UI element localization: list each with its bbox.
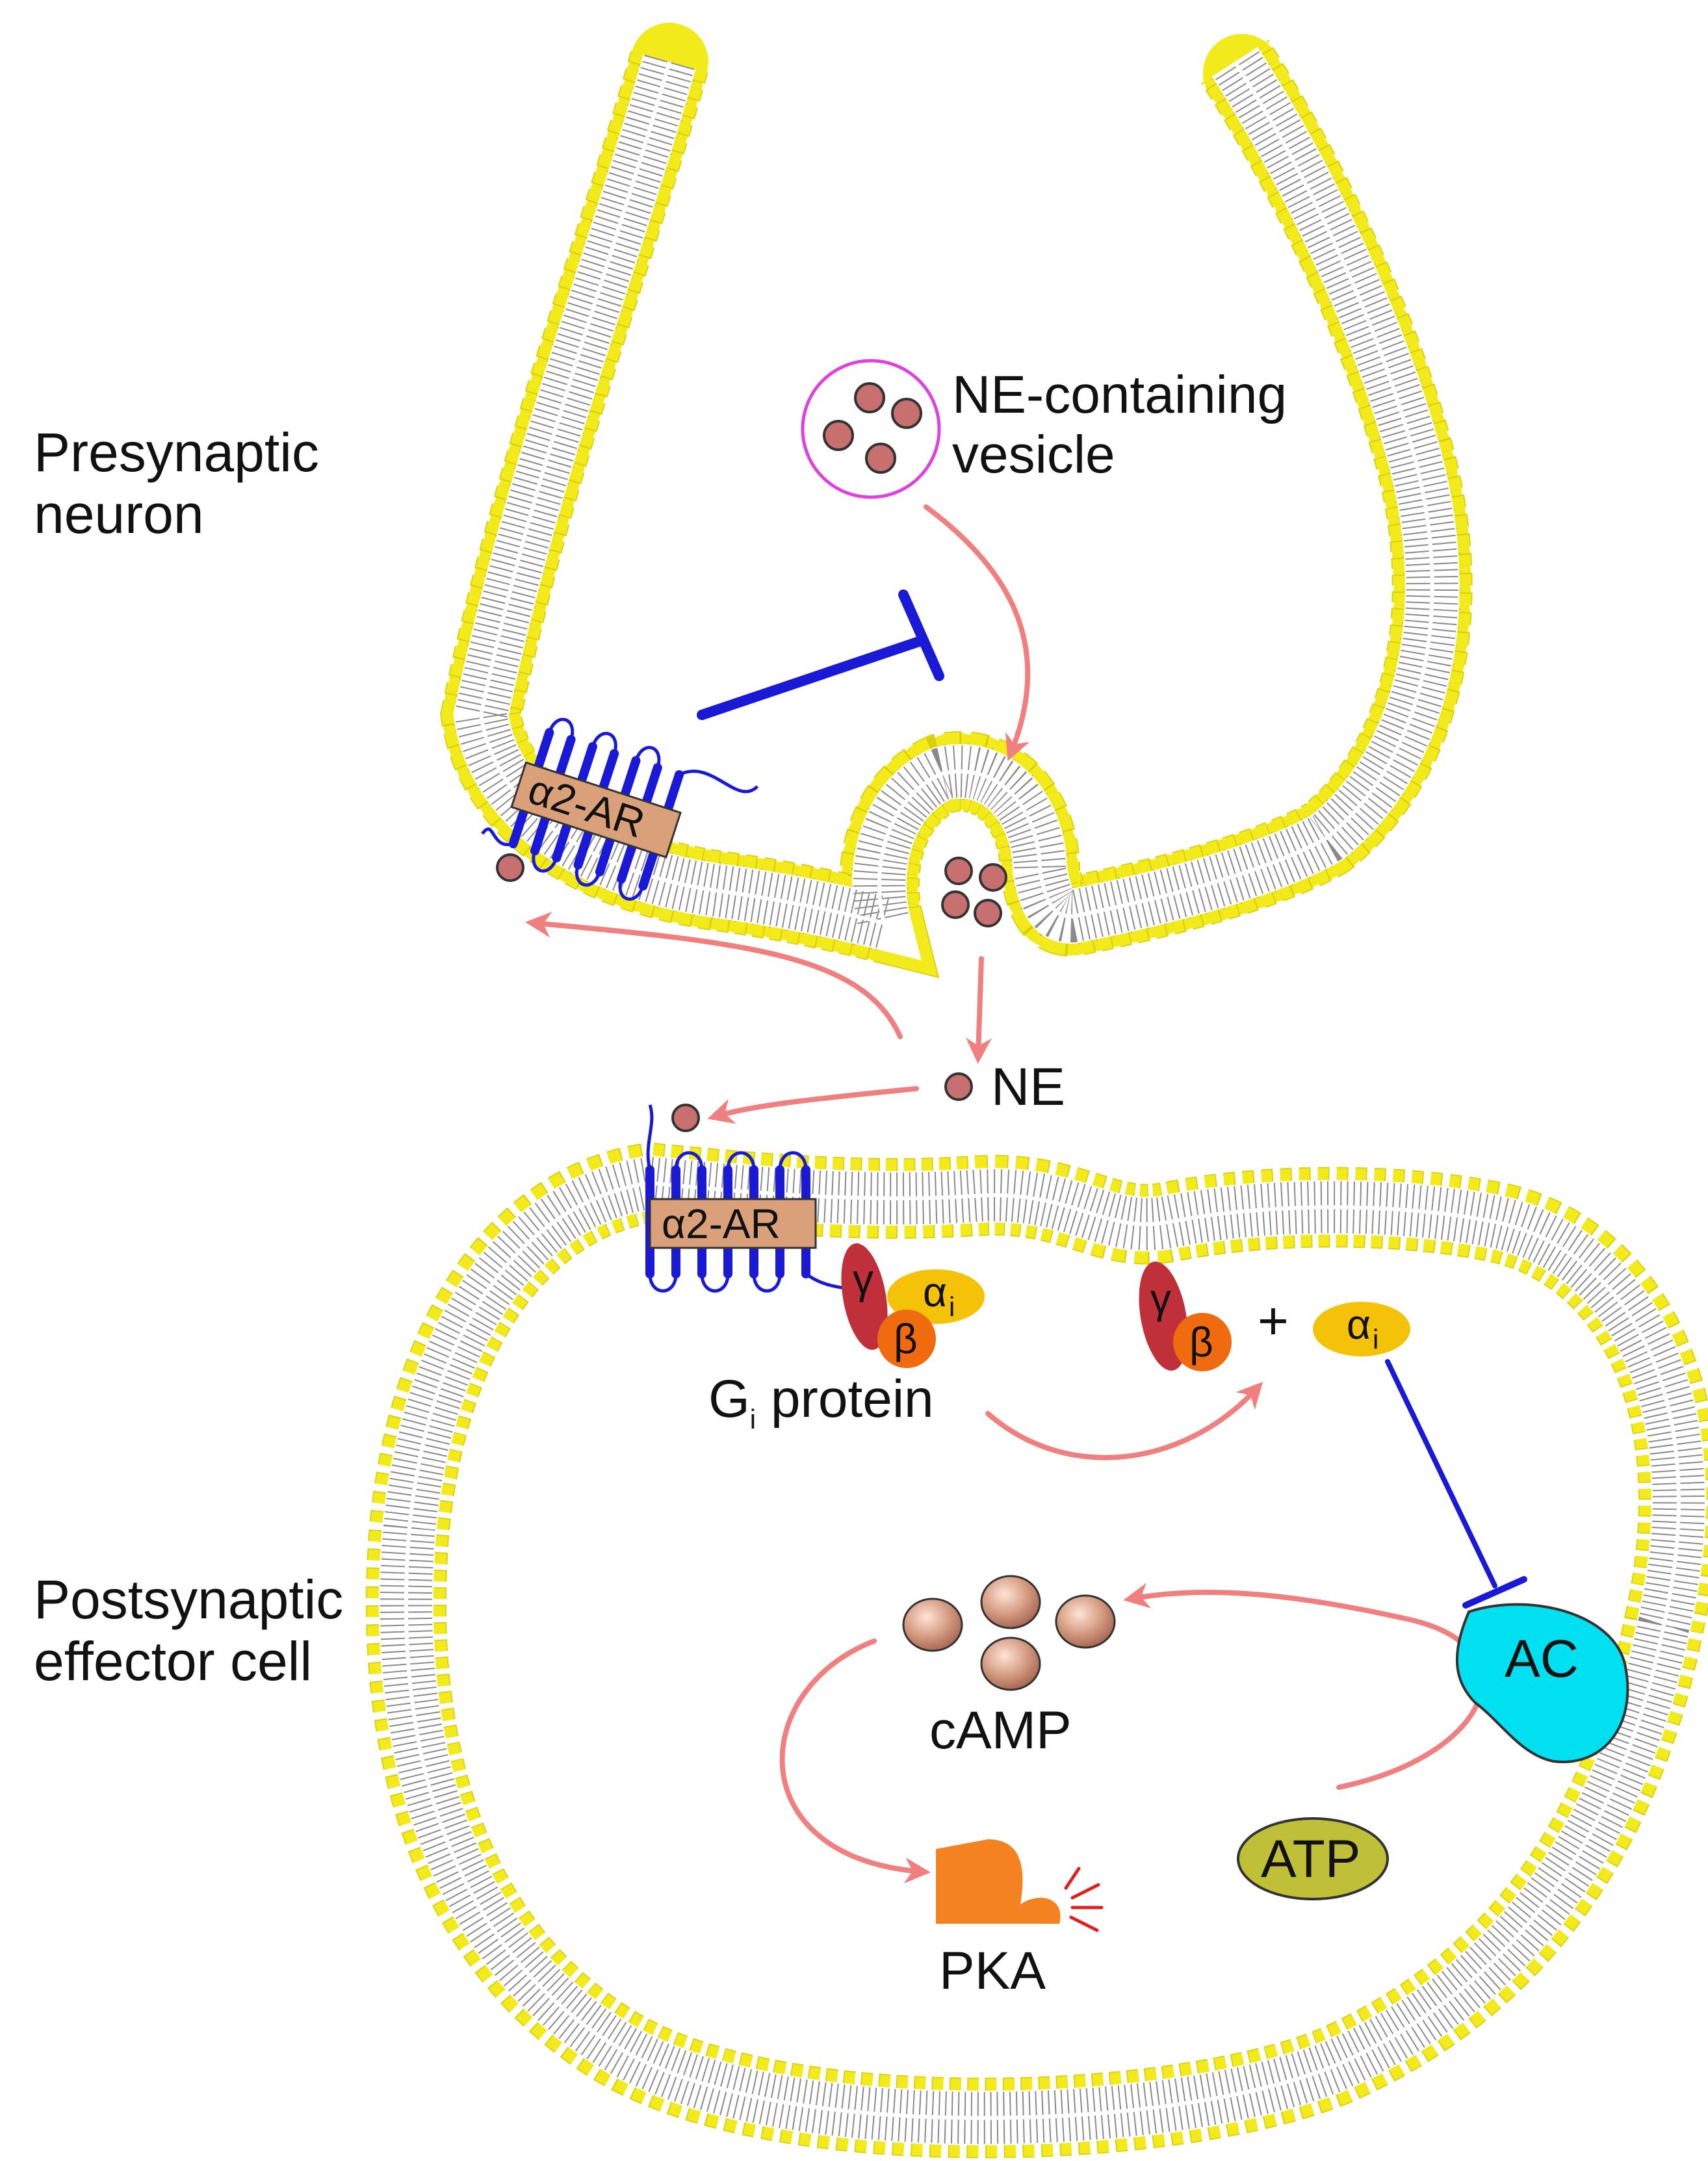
camp-label: cAMP [929, 1701, 1072, 1760]
alpha-to-ac-inhibition-line [1385, 1359, 1497, 1588]
presynaptic-membrane [440, 23, 1473, 979]
ne-molecule [823, 420, 854, 451]
ne-label: NE [991, 1057, 1065, 1117]
presynaptic-label-line1: Presynaptic [34, 422, 319, 483]
camp-molecule [902, 1598, 963, 1652]
camp-molecule [980, 1575, 1041, 1629]
pka-label: PKA [939, 1941, 1046, 2000]
gamma-label: γ [853, 1256, 873, 1302]
dissociated-beta-gamma: γ β [1139, 1262, 1232, 1371]
camp-molecule [1055, 1594, 1116, 1649]
gamma-free-label: γ [1150, 1275, 1171, 1322]
gi-protein-label: Gi protein [708, 1369, 934, 1434]
alpha-free-subunit [1313, 1302, 1410, 1356]
ne-molecule [944, 857, 973, 885]
atp-to-camp-arrow [1123, 1583, 1485, 1790]
pka-enzyme [936, 1839, 1104, 1932]
ac-inhibition-bar [1462, 1576, 1527, 1609]
postsynaptic-label-line2: effector cell [34, 1631, 312, 1692]
postsynaptic-alpha2-receptor: α2-AR [645, 1104, 879, 1301]
inhibition-lines [697, 589, 1527, 1609]
atp-molecule [1237, 1817, 1389, 1900]
alpha-free-subscript: i [1373, 1324, 1378, 1354]
alpha-label: α [923, 1269, 947, 1315]
camp-to-pka-arrow [779, 1638, 931, 1883]
plus-sign: + [1258, 1291, 1289, 1351]
ne-molecule [865, 443, 896, 474]
presynaptic-alpha2-receptor: α2-AR [481, 718, 759, 901]
postsynaptic-receptor-box [649, 1198, 817, 1249]
gi-protein-G: G [708, 1369, 750, 1429]
ne-to-postsynaptic-receptor-arrow [707, 1086, 919, 1124]
ne-to-presynaptic-receptor-arrow [525, 911, 903, 1039]
ac-enzyme [1455, 1603, 1629, 1763]
alpha-subscript: i [949, 1291, 955, 1322]
ne-bound-postsynaptic [671, 1104, 700, 1132]
atp-label: ATP [1261, 1830, 1360, 1889]
vesicle-label-line1: NE-containing [952, 365, 1287, 424]
gi-protein-rest: protein [756, 1369, 934, 1429]
beta-free-label: β [1189, 1319, 1213, 1365]
camp-cluster [902, 1575, 1116, 1691]
ne-molecule [854, 382, 885, 413]
ne-molecule [891, 398, 922, 429]
postsynaptic-label-line1: Postsynaptic [34, 1569, 343, 1630]
alpha-free: α i [1313, 1301, 1410, 1356]
gamma-subunit [841, 1243, 888, 1350]
camp-molecule [980, 1637, 1041, 1691]
ac-label: AC [1505, 1629, 1579, 1689]
presynaptic-inhibition-line [697, 635, 928, 720]
ne-molecule [974, 899, 1002, 927]
postsynaptic-membrane [365, 1142, 1708, 2158]
gprotein-dissociation-arrow [985, 1382, 1263, 1460]
postsynaptic-receptor-label: α2-AR [662, 1200, 781, 1247]
presynaptic-receptor-box [510, 761, 682, 859]
gi-protein-subscript: i [750, 1404, 756, 1434]
ne-molecule-free [944, 1072, 973, 1101]
ne-molecule [979, 863, 1007, 892]
gi-protein-complex: γ α i β [841, 1243, 985, 1368]
activation-arrows [525, 504, 1485, 1883]
vesicle-to-release-arrow [924, 504, 1031, 762]
released-ne-cluster [941, 857, 1007, 927]
alpha-free-label: α [1347, 1301, 1371, 1348]
pka-activity-burst [1064, 1867, 1104, 1932]
beta-subunit [877, 1310, 936, 1368]
presynaptic-label-line2: neuron [34, 484, 204, 545]
presynaptic-inhibition-bar [898, 589, 944, 681]
ne-molecule [941, 890, 970, 919]
vesicle-label-line2: vesicle [952, 425, 1115, 484]
beta-label: β [894, 1315, 918, 1362]
release-to-ne-arrow [965, 956, 992, 1064]
beta-free-subunit [1173, 1313, 1232, 1371]
ne-vesicle [801, 359, 941, 499]
ne-bound-presynaptic [496, 853, 524, 882]
